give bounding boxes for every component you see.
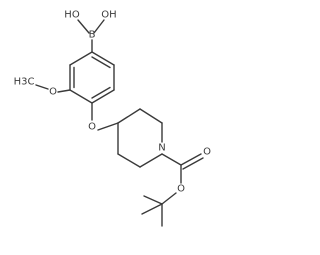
- piperidine-nitrogen-label: N: [158, 143, 165, 154]
- bond-b-oh-left: [77, 19, 90, 34]
- bond-carbonyl-o-double-a: [180, 153, 202, 166]
- bond-n-carbonyl: [161, 153, 182, 166]
- boron-label: B: [89, 30, 96, 41]
- structure-diagram: HO OH B H3C O O N O O: [14, 10, 211, 227]
- bond-ring-3: [91, 89, 115, 104]
- bond-methoxy-o-ch3: [35, 84, 49, 90]
- bond-carbonyl-o-double-b: [182, 157, 204, 170]
- bond-ring-double-2: [91, 86, 111, 99]
- bond-pip-1: [117, 108, 141, 124]
- bond-ring-double-1: [91, 56, 111, 69]
- bond-pip-4: [139, 153, 163, 168]
- ester-oxygen-label: O: [177, 184, 185, 195]
- ether-oxygen-label: O: [88, 122, 96, 133]
- methoxy-oxygen-label: O: [49, 87, 57, 98]
- bond-b-oh-right: [93, 19, 105, 34]
- carbonyl-oxygen-label: O: [203, 147, 211, 158]
- hydroxyl-left-label: HO: [64, 10, 80, 21]
- bond-ring-methoxy-o: [57, 89, 71, 93]
- bond-ring-6: [69, 51, 93, 66]
- methoxy-methyl-label: H3C: [14, 77, 35, 88]
- bond-tbu-methyl-left: [141, 203, 163, 215]
- molecule-canvas: HO OH B H3C O O N O O: [14, 10, 211, 227]
- bond-tbu-methyl-up: [143, 195, 163, 205]
- bond-ester-o-tbu: [161, 192, 177, 205]
- hydroxyl-right-label: OH: [101, 10, 116, 21]
- bond-pip-2: [139, 108, 163, 124]
- bond-ring-1: [91, 51, 115, 66]
- bond-pip-5: [117, 153, 141, 168]
- bond-ring-4: [69, 89, 93, 104]
- bond-ether-o-piperidine: [97, 122, 119, 131]
